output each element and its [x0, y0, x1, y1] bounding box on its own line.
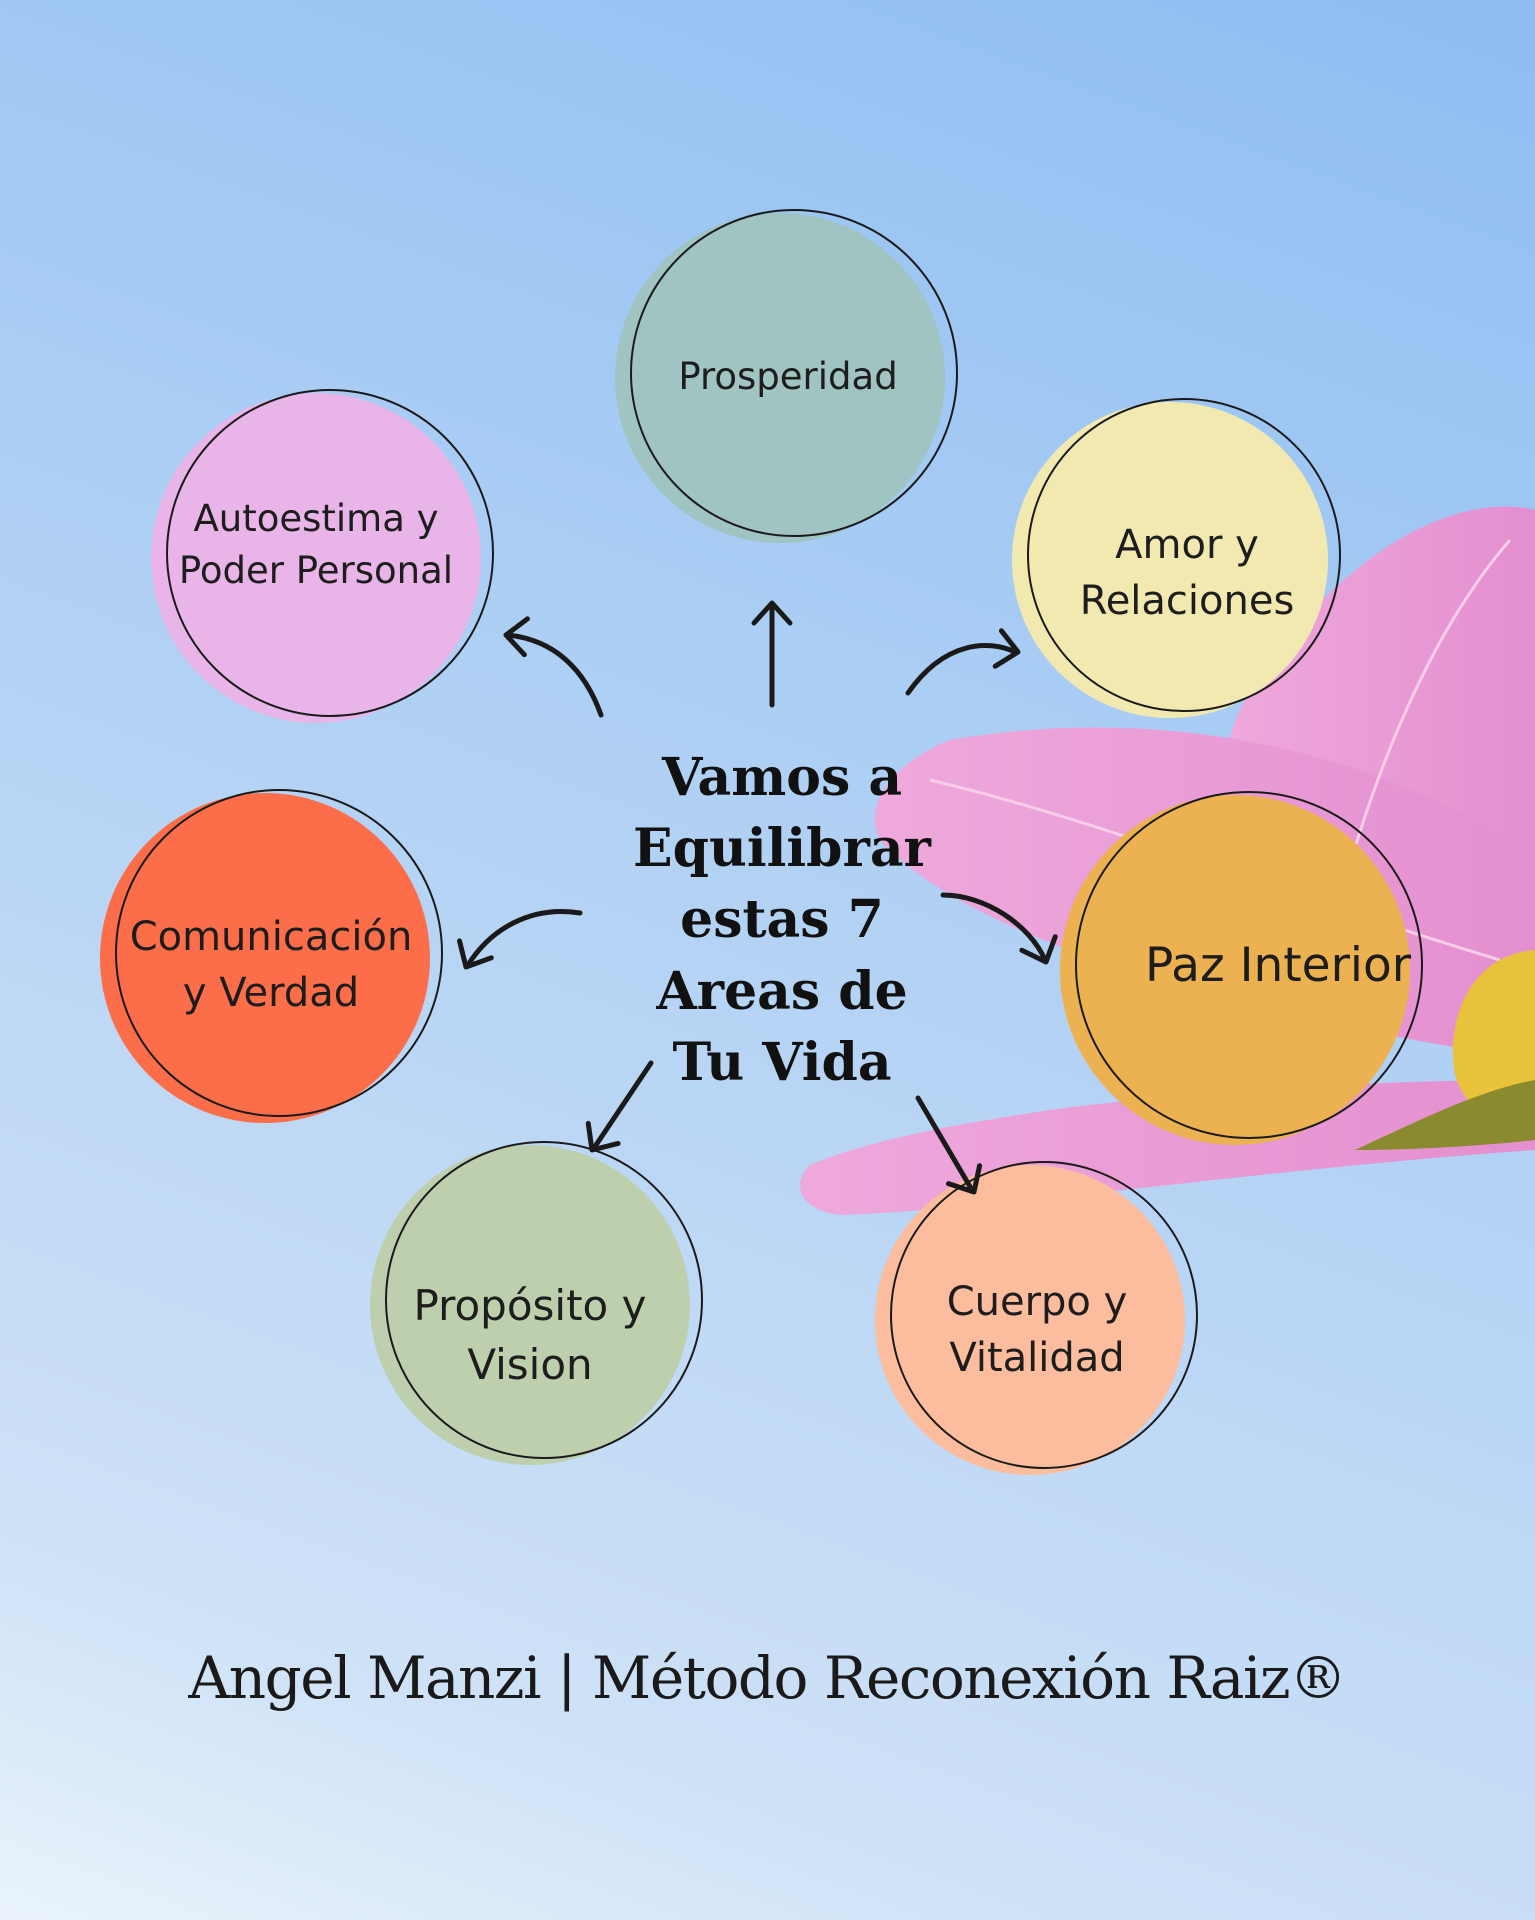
arrow-shaft — [505, 632, 604, 718]
area-circle-fill — [100, 793, 430, 1123]
area-label-line: Comunicación — [129, 914, 413, 960]
arrow-shaft — [591, 1060, 654, 1151]
area-label-amor: Amor y Relaciones — [1080, 517, 1295, 629]
arrow-to-proposito — [585, 1060, 654, 1153]
arrow-to-cuerpo — [915, 1095, 983, 1195]
area-label-line: Vision — [467, 1340, 593, 1389]
arrow-head — [585, 1120, 621, 1153]
area-label-line: Prosperidad — [678, 355, 898, 399]
arrow-shaft — [915, 1095, 975, 1193]
area-autoestima — [151, 389, 494, 723]
area-label-line: Poder Personal — [178, 549, 454, 592]
area-circle-outline — [166, 389, 494, 717]
arrow-shaft — [465, 909, 583, 968]
arrow-head — [945, 1163, 983, 1195]
title-line: estas 7 — [680, 889, 884, 951]
area-circle-outline — [630, 209, 958, 537]
area-label-cuerpo: Cuerpo y Vitalidad — [947, 1274, 1128, 1386]
area-circle-outline — [385, 1141, 703, 1459]
area-label-line: Cuerpo y — [946, 1279, 1128, 1325]
area-amor — [1012, 398, 1341, 718]
flower-petal-vein — [1338, 539, 1512, 901]
area-label-paz: Paz Interior — [1145, 933, 1411, 999]
arrow-head — [503, 616, 530, 658]
arrow-head — [1019, 934, 1058, 965]
title-line: Tu Vida — [672, 1031, 892, 1093]
arrow-to-amor — [905, 628, 1021, 696]
arrow-to-comunicacion — [456, 909, 583, 970]
area-label-line: Paz Interior — [1144, 938, 1412, 994]
area-label-line: Amor y — [1115, 522, 1259, 568]
title-line: Areas de — [656, 960, 908, 1022]
area-label-line: Relaciones — [1079, 578, 1295, 624]
arrow-to-prosperidad — [751, 600, 793, 708]
area-circle-fill — [151, 393, 481, 723]
diagram-title: Vamos a Equilibrar estas 7 Areas de Tu V… — [633, 742, 931, 1098]
footer-signature: Angel Manzi | Método Reconexión Raiz® — [188, 1644, 1347, 1712]
area-circle-outline — [1027, 398, 1341, 712]
area-prosperidad — [615, 209, 958, 543]
area-label-autoestima: Autoestima y Poder Personal — [179, 493, 453, 597]
flower-sepal — [1355, 1080, 1535, 1150]
area-label-line: y Verdad — [182, 970, 360, 1016]
area-cuerpo — [875, 1161, 1198, 1475]
area-circle-fill — [1060, 795, 1410, 1145]
title-line: Vamos a — [661, 746, 903, 808]
area-label-line: Autoestima y — [193, 497, 439, 541]
arrow-head — [456, 938, 494, 970]
area-label-line: Vitalidad — [949, 1335, 1125, 1381]
area-proposito — [370, 1141, 703, 1465]
arrow-to-autoestima — [503, 616, 604, 718]
area-label-comunicacion: Comunicación y Verdad — [130, 909, 413, 1021]
area-circle-fill — [1012, 402, 1328, 718]
arrow-shaft — [940, 892, 1048, 963]
area-circle-outline — [115, 789, 443, 1117]
area-circle-fill — [370, 1145, 690, 1465]
area-circle-fill — [875, 1165, 1185, 1475]
arrows-group — [456, 600, 1058, 1195]
area-paz — [1060, 791, 1423, 1145]
area-label-line: Propósito y — [413, 1281, 647, 1331]
area-label-proposito: Propósito y Vision — [414, 1277, 647, 1395]
areas-group — [100, 209, 1423, 1475]
area-circle-outline — [1075, 791, 1423, 1139]
arrow-shaft — [905, 643, 1018, 696]
area-circle-fill — [615, 213, 945, 543]
area-comunicacion — [100, 789, 443, 1123]
arrow-head — [992, 628, 1021, 669]
arrow-head — [751, 600, 793, 626]
area-circle-outline — [890, 1161, 1198, 1469]
area-label-prosperidad: Prosperidad — [678, 351, 897, 403]
title-line: Equilibrar — [633, 818, 931, 880]
arrow-to-paz — [940, 892, 1058, 965]
